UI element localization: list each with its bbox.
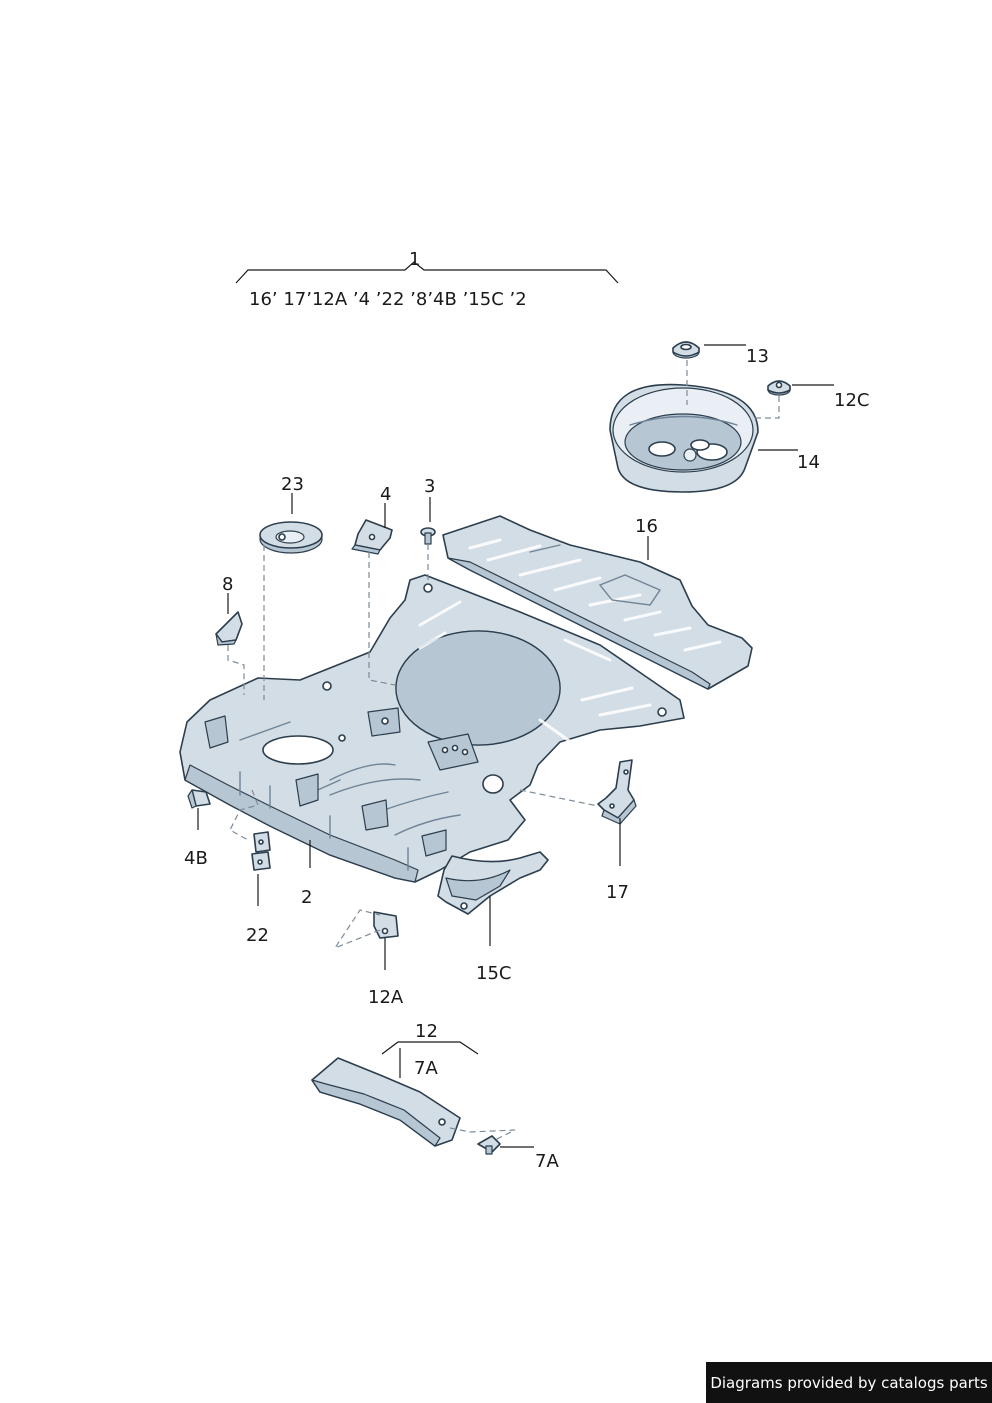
label-23: 23 — [281, 474, 304, 495]
label-13: 13 — [746, 346, 769, 367]
part-17-bracket — [597, 759, 637, 825]
part-2-floor-pan — [179, 574, 685, 883]
part-labels: 13 12C 14 23 4 3 16 8 4B 2 22 17 15C 12A… — [184, 346, 869, 1172]
label-7A-bottom: 7A — [535, 1151, 559, 1172]
part-15C-corner-piece — [437, 851, 549, 915]
part-14-spare-wheel-well — [609, 383, 759, 493]
dashed-assembly-lines — [227, 360, 780, 1141]
part-7A-screw — [477, 1135, 501, 1155]
part-22-brackets — [251, 831, 271, 871]
part-8-bracket — [215, 611, 243, 646]
part-12A-bracket — [373, 911, 399, 939]
part-3-bolt — [420, 527, 436, 545]
label-16: 16 — [635, 516, 658, 537]
part-4B-clip — [187, 789, 211, 809]
part-12-crossmember — [311, 1041, 479, 1147]
label-14: 14 — [797, 452, 820, 473]
label-12C: 12C — [834, 390, 869, 411]
label-4B: 4B — [184, 848, 208, 869]
label-4: 4 — [380, 484, 391, 505]
label-22: 22 — [246, 925, 269, 946]
assembly-1-number: 1 — [409, 249, 420, 270]
part-12C-nut — [767, 380, 791, 396]
credit-text: Diagrams provided by catalogs parts — [710, 1373, 988, 1392]
label-12A: 12A — [368, 987, 404, 1008]
label-2: 2 — [301, 887, 312, 908]
part-13-grommet — [672, 341, 700, 359]
label-15C: 15C — [476, 963, 511, 984]
label-8: 8 — [222, 574, 233, 595]
part-4-bracket — [351, 519, 393, 555]
credit-footer: Diagrams provided by catalogs parts — [706, 1362, 992, 1403]
part-23-cover — [259, 521, 323, 554]
leader-lines — [197, 344, 834, 1148]
assembly-1-includes: 16’ 17’12A ’4 ’22 ’8’4B ’15C ’2 — [249, 289, 527, 310]
assembly-1-bracket: 1 16’ 17’12A ’4 ’22 ’8’4B ’15C ’2 — [235, 249, 619, 310]
label-3: 3 — [424, 476, 435, 497]
part-16-rear-panel — [442, 515, 753, 690]
label-12: 12 — [415, 1021, 438, 1042]
label-17: 17 — [606, 882, 629, 903]
label-7A-top: 7A — [414, 1058, 438, 1079]
